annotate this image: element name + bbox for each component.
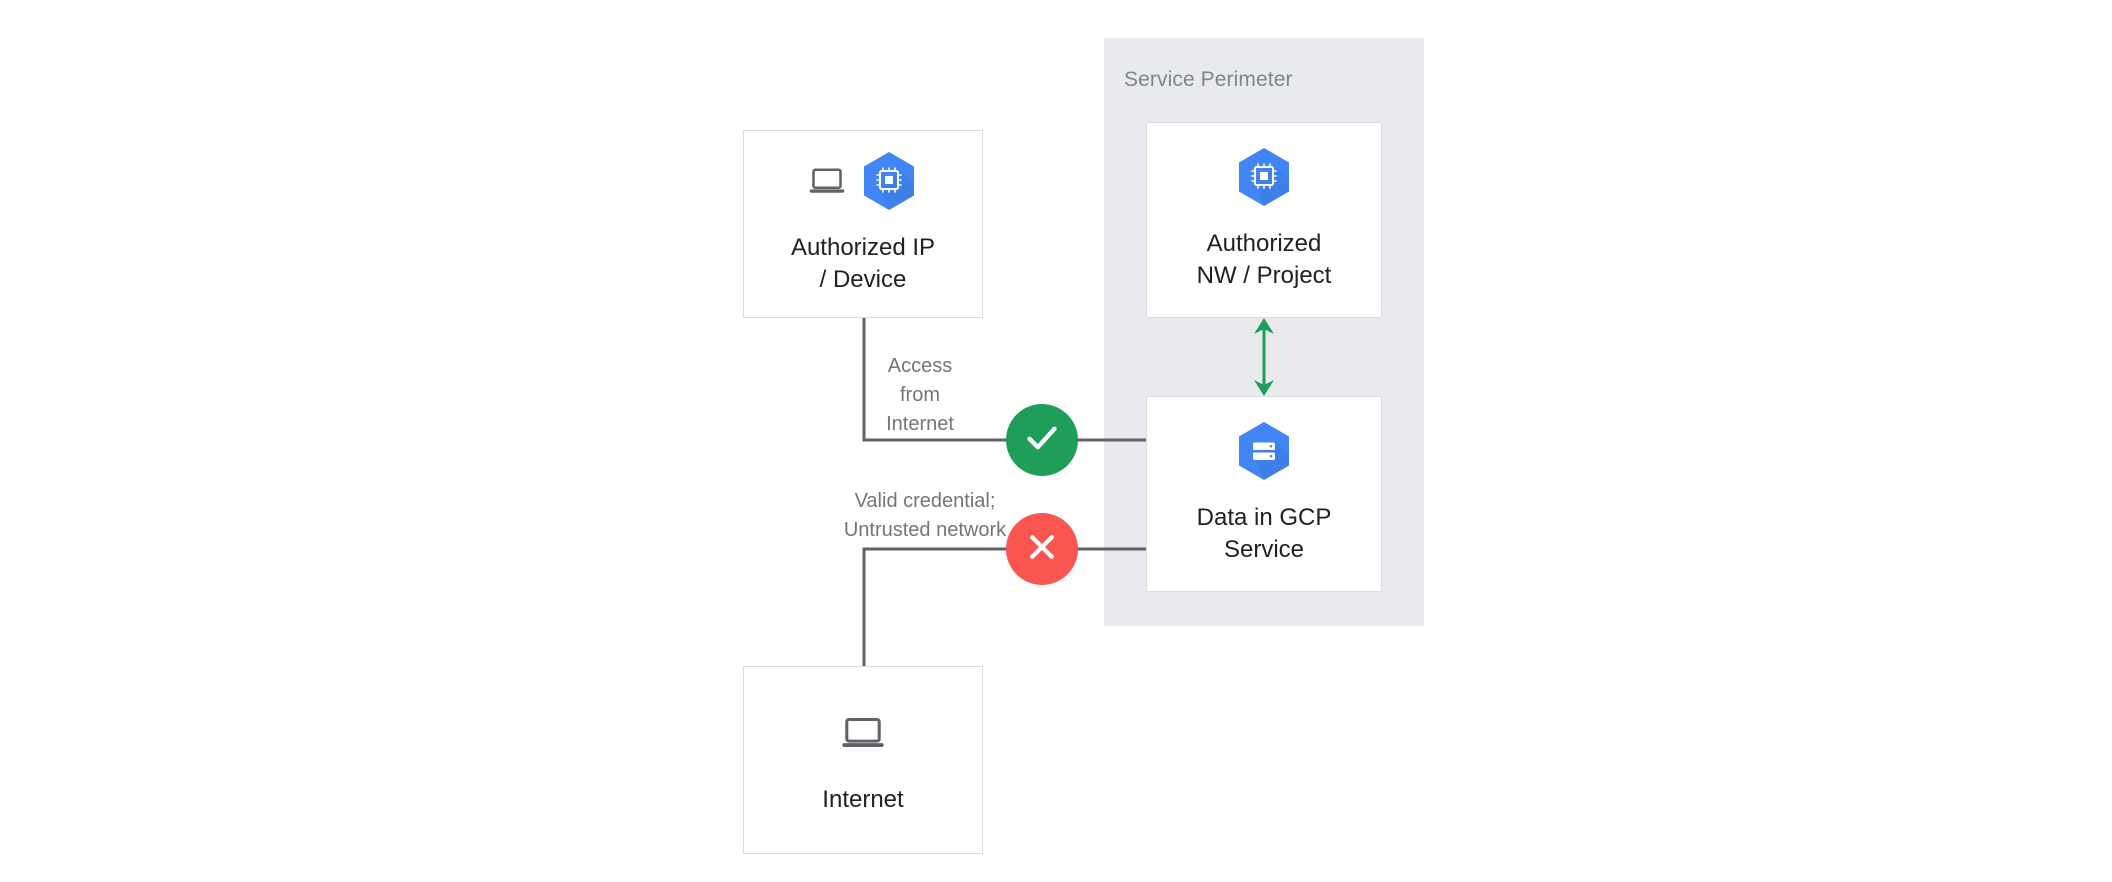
node-authorized-ip-device[interactable]: Authorized IP / Device xyxy=(743,130,983,318)
node-label: Internet xyxy=(822,786,904,814)
status-badge-denied[interactable] xyxy=(1006,513,1078,585)
node-icon-group xyxy=(840,704,886,766)
node-data-in-gcp-service[interactable]: Data in GCP Service xyxy=(1146,396,1382,592)
node-label: Data in GCP Service xyxy=(1196,504,1332,563)
node-icon-group xyxy=(1235,146,1293,213)
edge-label-allowed: Access from Internet xyxy=(886,355,954,435)
node-authorized-nw-project[interactable]: Authorized NW / Project xyxy=(1146,122,1382,318)
node-internet[interactable]: Internet xyxy=(743,666,983,854)
check-icon xyxy=(1022,418,1062,463)
node-label: Authorized NW / Project xyxy=(1196,230,1332,289)
service-perimeter-label: Service Perimeter xyxy=(1124,68,1293,91)
close-icon xyxy=(1024,529,1060,570)
compute-engine-icon xyxy=(860,150,918,217)
node-icon-group xyxy=(808,150,918,217)
compute-engine-icon xyxy=(1235,146,1293,213)
status-badge-allowed[interactable] xyxy=(1006,404,1078,476)
cloud-storage-icon xyxy=(1235,420,1293,487)
node-label: Authorized IP / Device xyxy=(790,234,936,293)
laptop-icon xyxy=(808,166,846,201)
node-icon-group xyxy=(1235,420,1293,487)
edge-label-denied: Valid credential; Untrusted network xyxy=(843,490,1007,541)
laptop-icon xyxy=(840,715,886,756)
